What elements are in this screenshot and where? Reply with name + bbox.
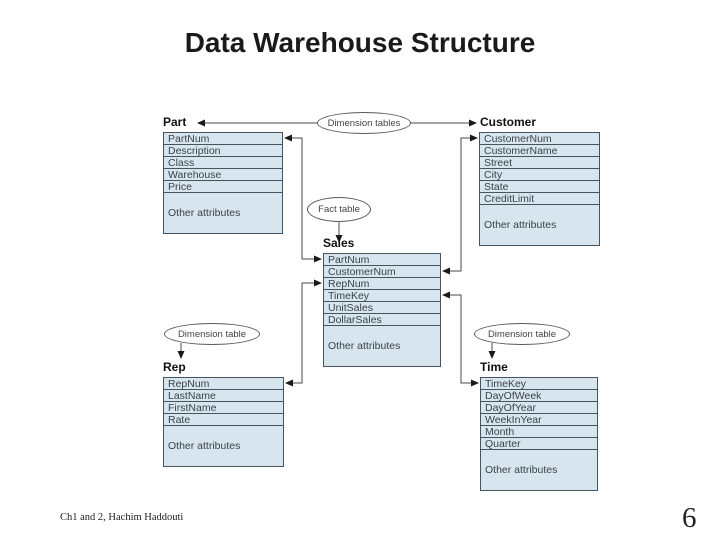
arrow-right-icon [314,279,322,287]
arrow-down-icon [335,235,343,243]
table-row: Other attributes [163,425,284,467]
arrow-left-icon [442,267,450,275]
page-number: 6 [682,502,697,534]
arrow-down-icon [177,351,185,359]
table-row: Other attributes [163,192,283,234]
connector-rep-sales [293,282,314,384]
dimension-tables-callout: Dimension tables [317,112,411,134]
footer-credit: Ch1 and 2, Hachim Haddouti [60,512,184,523]
part-table: PartNum Description Class Warehouse Pric… [163,132,283,234]
arrow-left-icon [442,291,450,299]
time-table-label: Time [480,360,508,374]
table-row: Other attributes [480,449,598,491]
connector-customer-sales [450,137,470,272]
connector-time-sales [450,294,471,384]
fact-table-callout: Fact table [307,197,371,222]
arrow-right-icon [469,119,477,127]
dimension-table-left-callout: Dimension table [164,323,260,345]
arrow-left-icon [197,119,205,127]
table-row: Other attributes [479,204,600,246]
connector-part-sales [292,137,314,260]
table-row: Other attributes [323,325,441,367]
arrow-left-icon [284,134,292,142]
arrow-left-icon [285,379,293,387]
rep-table-label: Rep [163,360,186,374]
arrow-right-icon [314,255,322,263]
arrow-right-icon [470,134,478,142]
sales-table-label: Sales [323,236,355,250]
customer-table: CustomerNum CustomerName Street City Sta… [479,132,600,246]
part-table-label: Part [163,115,187,129]
arrow-right-icon [471,379,479,387]
dimension-table-right-callout: Dimension table [474,323,570,345]
arrow-down-icon [488,351,496,359]
slide-title: Data Warehouse Structure [184,27,536,58]
time-table: TimeKey DayOfWeek DayOfYear WeekInYear M… [480,377,598,491]
customer-table-label: Customer [480,115,537,129]
sales-table: PartNum CustomerNum RepNum TimeKey UnitS… [323,253,441,367]
rep-table: RepNum LastName FirstName Rate Other att… [163,377,284,467]
